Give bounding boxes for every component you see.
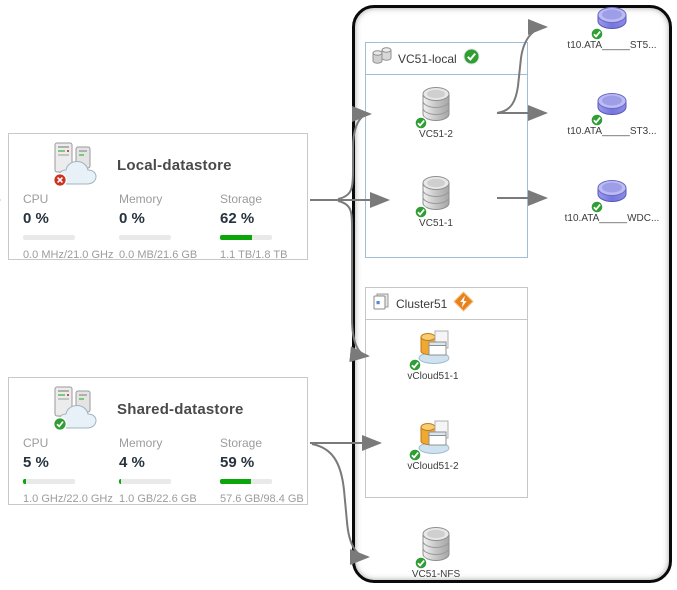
node-disk-st5[interactable]: t10.ATA_____ST5... (562, 4, 662, 51)
ok-badge-icon (408, 358, 422, 372)
card-metrics: CPU 0 % 0.0 MHz/21.0 GHz Memory 0 % 0.0 … (23, 192, 301, 261)
ok-badge-icon (408, 448, 422, 462)
datastore-card-local[interactable]: Local-datastore CPU 0 % 0.0 MHz/21.0 GHz… (8, 133, 308, 261)
datastore-icon (422, 176, 450, 210)
node-label: vCloud51-1 (407, 371, 459, 382)
group-cluster51: Cluster51 (365, 287, 528, 498)
datastore-cluster-icon (372, 47, 392, 70)
node-disk-wdc[interactable]: t10.ATA_____WDC... (562, 177, 662, 224)
disk-label: t10.ATA_____WDC... (564, 213, 660, 224)
card-title: Shared-datastore (117, 400, 244, 418)
host-cloud-icon (51, 142, 105, 188)
node-vc51-1[interactable]: VC51-1 (391, 175, 481, 229)
disk-icon (597, 93, 627, 115)
group-title: Cluster51 (396, 296, 448, 311)
datastore-icon (422, 527, 450, 561)
cluster-icon (372, 293, 390, 315)
disk-label: t10.ATA_____ST3... (567, 126, 657, 137)
metric-memory: Memory 0 % 0.0 MB/21.6 GB (119, 192, 198, 261)
ok-badge-icon (414, 116, 428, 130)
metric-cpu: CPU 5 % 1.0 GHz/22.0 GHz (23, 436, 113, 505)
ok-badge-icon (463, 48, 480, 70)
node-vcloud51-1[interactable]: vCloud51-1 (388, 326, 478, 382)
cpu-progress-bar (23, 235, 75, 240)
cpu-progress-bar (23, 479, 75, 484)
ok-badge-icon (590, 27, 604, 41)
metric-storage: Storage 59 % 57.6 GB/98.4 GB (220, 436, 304, 505)
ok-badge-icon (590, 200, 604, 214)
vapp-icon (418, 420, 450, 454)
disk-label: t10.ATA_____ST5... (567, 40, 657, 51)
metric-storage: Storage 62 % 1.1 TB/1.8 TB (220, 192, 288, 261)
disk-icon (597, 180, 627, 202)
node-label: vCloud51-2 (407, 461, 459, 472)
memory-progress-bar (119, 479, 171, 484)
storage-progress-bar (220, 479, 272, 484)
card-title: Local-datastore (117, 156, 232, 174)
warning-badge-icon (453, 290, 475, 317)
node-label: VC51-2 (419, 129, 453, 140)
metric-memory: Memory 4 % 1.0 GB/22.6 GB (119, 436, 197, 505)
node-vcloud51-2[interactable]: vCloud51-2 (388, 416, 478, 472)
memory-progress-bar (119, 235, 171, 240)
node-disk-st3[interactable]: t10.ATA_____ST3... (562, 90, 662, 137)
group-header-vc51-local[interactable]: VC51-local (366, 43, 527, 75)
node-vc51-2[interactable]: VC51-2 (391, 86, 481, 140)
node-label: VC51-NFS (411, 569, 461, 580)
disk-icon (597, 7, 627, 29)
datastore-card-shared[interactable]: Shared-datastore CPU 5 % 1.0 GHz/22.0 GH… (8, 377, 308, 505)
vapp-icon (418, 330, 450, 364)
group-title: VC51-local (398, 51, 457, 66)
group-header-cluster51[interactable]: Cluster51 (366, 288, 527, 320)
node-vc51-nfs[interactable]: VC51-NFS (391, 526, 481, 580)
card-metrics: CPU 5 % 1.0 GHz/22.0 GHz Memory 4 % 1.0 … (23, 436, 304, 505)
host-cloud-icon (51, 386, 105, 432)
datastore-icon (422, 87, 450, 121)
ok-badge-icon (414, 556, 428, 570)
metric-cpu: CPU 0 % 0.0 MHz/21.0 GHz (23, 192, 114, 261)
ok-badge-icon (590, 113, 604, 127)
storage-progress-bar (220, 235, 272, 240)
ok-badge-icon (414, 205, 428, 219)
node-label: VC51-1 (419, 218, 453, 229)
